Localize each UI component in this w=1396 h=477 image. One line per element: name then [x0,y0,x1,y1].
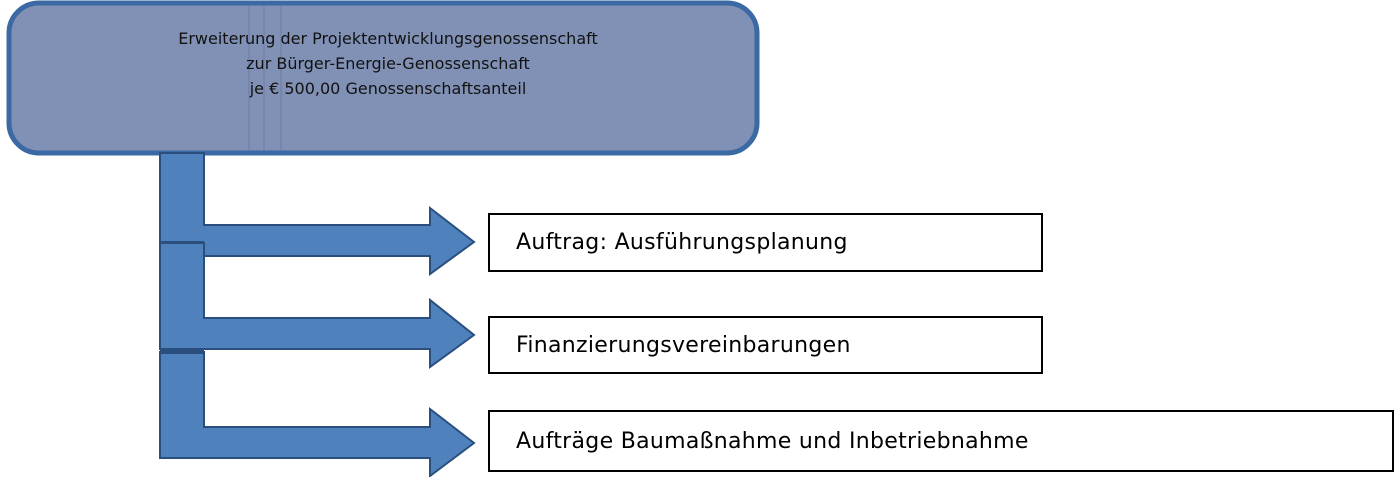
connector-arrow-1 [159,152,476,276]
step-label: Finanzierungsvereinbarungen [516,332,851,358]
header-line-2: zur Bürger-Energie-Genossenschaft [246,54,530,73]
step-box-baumassnahme: Aufträge Baumaßnahme und Inbetriebnahme [488,410,1394,472]
header-title: Erweiterung der Projektentwicklungsgenos… [88,26,688,101]
header-line-3: je € 500,00 Genossenschaftsanteil [249,79,527,98]
step-label: Auftrag: Ausführungsplanung [516,230,848,255]
connector-arrow-2 [159,242,476,369]
step-label: Aufträge Baumaßnahme und Inbetriebnahme [516,428,1029,454]
header-box [6,0,760,156]
step-box-ausfuehrungsplanung: Auftrag: Ausführungsplanung [488,213,1043,272]
header-line-1: Erweiterung der Projektentwicklungsgenos… [178,29,598,48]
connector-seam [160,349,204,354]
step-box-finanzierung: Finanzierungsvereinbarungen [488,316,1043,374]
connector-arrow-3 [159,351,476,477]
connector-seam [160,241,204,244]
